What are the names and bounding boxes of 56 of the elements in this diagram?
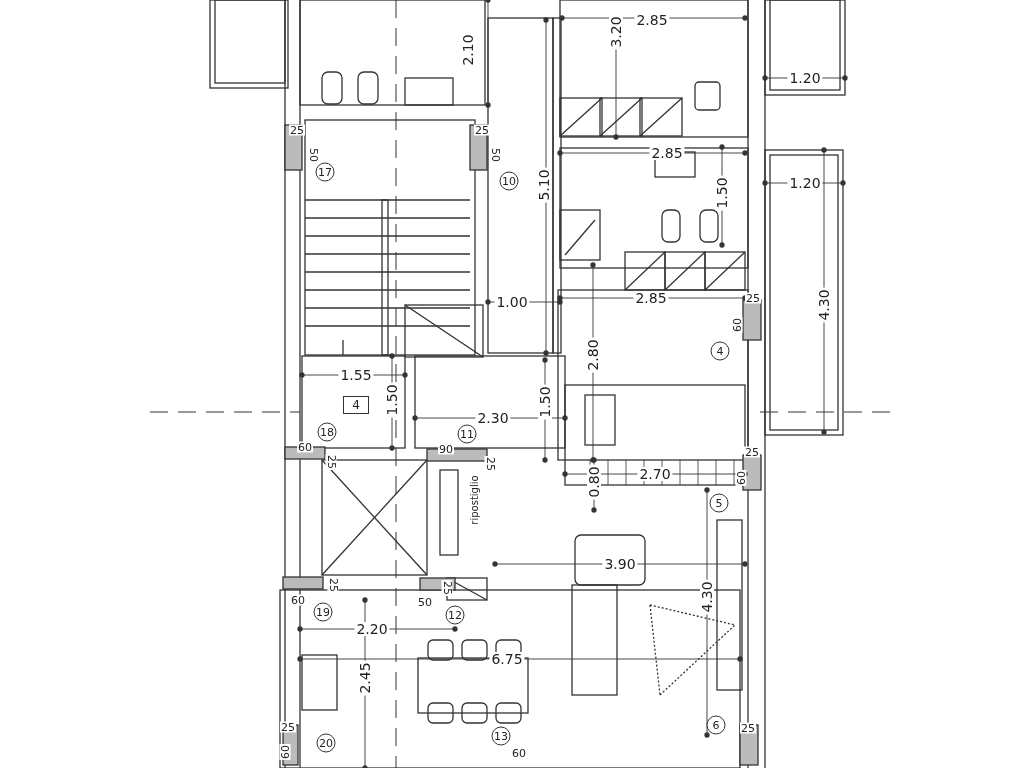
wall-thickness-text: 25: [327, 577, 339, 593]
wall-thickness-text: 25: [740, 722, 756, 734]
dimension-text: 0.80: [587, 464, 601, 500]
room-number: 20: [316, 733, 336, 753]
wall-thickness-text: 60: [731, 317, 743, 333]
dimension-text: 2.70: [637, 467, 673, 481]
wall-thickness-text: 25: [744, 446, 760, 458]
callout-number: 4: [343, 396, 369, 414]
wall-thickness-text: 25: [441, 580, 453, 596]
dimension-text: 1.20: [787, 176, 823, 190]
dimension-text: 2.85: [634, 13, 670, 27]
dimension-text: 2.10: [461, 32, 475, 68]
dimension-text: 2.85: [633, 291, 669, 305]
wall-thickness-text: 60: [279, 744, 291, 760]
dimension-text: 4.30: [700, 579, 714, 615]
wall-thickness-text: 50: [417, 596, 433, 608]
dimension-text: 1.20: [787, 71, 823, 85]
wall-thickness-text: 25: [289, 124, 305, 136]
wall-thickness-text: 50: [307, 147, 319, 163]
dimension-text: 2.80: [586, 337, 600, 373]
wall-thickness-text: 60: [297, 441, 313, 453]
dimension-text: 2.45: [358, 660, 372, 696]
wall-thickness-text: 25: [325, 454, 337, 470]
room-label: ripostiglio: [470, 475, 480, 525]
dimension-text: 3.90: [602, 557, 638, 571]
room-number: 6: [706, 715, 726, 735]
room-number: 18: [317, 422, 337, 442]
dimension-text: 6.75: [489, 652, 525, 666]
wall-thickness-text: 90: [438, 443, 454, 455]
wall-thickness-text: 50: [489, 147, 501, 163]
room-number: 12: [445, 605, 465, 625]
wall-thickness-text: 25: [484, 456, 496, 472]
room-number: 4: [710, 341, 730, 361]
dimension-text: 4.30: [817, 287, 831, 323]
dimension-text: 5.10: [537, 167, 551, 203]
dimension-text: 1.50: [715, 175, 729, 211]
room-number: 10: [499, 171, 519, 191]
wall-thickness-text: 60: [290, 594, 306, 606]
wall-thickness-text: 60: [511, 747, 527, 759]
dimension-text: 3.20: [609, 14, 623, 50]
wall-thickness-text: 25: [280, 721, 296, 733]
dimension-text: 1.00: [494, 295, 530, 309]
wall-thickness-text: 60: [735, 470, 747, 486]
dimension-text: 2.30: [475, 411, 511, 425]
room-number: 17: [315, 162, 335, 182]
dimension-text: 1.50: [538, 384, 552, 420]
dimension-text: 1.55: [338, 368, 374, 382]
room-number: 13: [491, 726, 511, 746]
room-number: 19: [313, 602, 333, 622]
dimension-text: 2.20: [354, 622, 390, 636]
wall-thickness-text: 25: [474, 124, 490, 136]
room-number: 11: [457, 424, 477, 444]
dimension-text: 1.50: [385, 382, 399, 418]
room-number: 5: [709, 493, 729, 513]
wall-thickness-text: 25: [745, 292, 761, 304]
dimension-text: 2.85: [649, 146, 685, 160]
